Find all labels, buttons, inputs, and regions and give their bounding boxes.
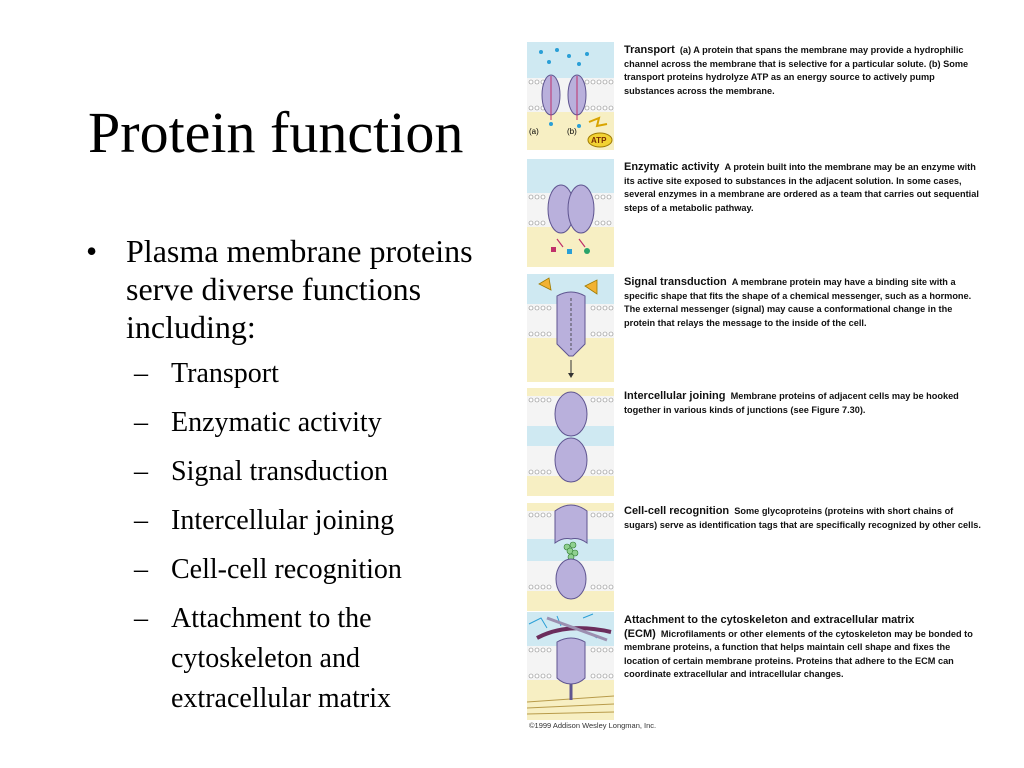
panel-attachment-cytoskeleton-ecm: Attachment to the cytoskeleton and extra… xyxy=(527,612,990,720)
panel-description: (a) A protein that spans the membrane ma… xyxy=(624,45,969,96)
signal-molecule-icon xyxy=(538,277,552,291)
dash-icon: – xyxy=(134,505,148,536)
atp-label: ATP xyxy=(591,136,607,145)
dash-icon: – xyxy=(134,603,148,634)
bullet-list: • Plasma membrane proteins serve diverse… xyxy=(86,232,496,728)
sub-bullet-text: Attachment to the cytoskeleton and extra… xyxy=(171,603,391,714)
panel-intercellular-joining: Intercellular joining Membrane proteins … xyxy=(527,388,990,496)
sub-bullet: –Enzymatic activity xyxy=(134,403,496,443)
panel-transport: (a) (b) ATP Transport (a) A protein that… xyxy=(527,42,990,150)
label-a: (a) xyxy=(529,127,539,136)
slide-title: Protein function xyxy=(88,100,464,165)
sub-bullet-text: Cell-cell recognition xyxy=(171,554,402,585)
sub-bullet: –Signal transduction xyxy=(134,452,496,492)
label-b: (b) xyxy=(567,127,577,136)
sub-bullet: –Transport xyxy=(134,354,496,394)
panel-cell-cell-recognition: Cell-cell recognition Some glycoproteins… xyxy=(527,503,990,611)
panel-heading: Intercellular joining xyxy=(624,390,726,402)
panel-text: Enzymatic activity A protein built into … xyxy=(624,161,984,215)
protein-function-figure: (a) (b) ATP Transport (a) A protein that… xyxy=(527,42,990,740)
panel-heading: Enzymatic activity xyxy=(624,161,720,173)
main-bullet: • Plasma membrane proteins serve diverse… xyxy=(86,232,496,346)
panel-text: Cell-cell recognition Some glycoproteins… xyxy=(624,505,984,532)
enzyme-illustration xyxy=(527,159,614,267)
panel-description: Microfilaments or other elements of the … xyxy=(624,628,973,680)
cytoskeleton-ecm-illustration xyxy=(527,612,614,720)
sub-bullet: –Intercellular joining xyxy=(134,501,496,541)
panel-enzymatic-activity: Enzymatic activity A protein built into … xyxy=(527,159,990,267)
sub-bullet-text: Signal transduction xyxy=(171,456,388,487)
sub-bullet-text: Intercellular joining xyxy=(171,505,395,536)
panel-text: Attachment to the cytoskeleton and extra… xyxy=(624,614,984,682)
panel-heading: Transport xyxy=(624,44,675,56)
sub-bullet-text: Enzymatic activity xyxy=(171,407,382,438)
panel-text: Signal transduction A membrane protein m… xyxy=(624,276,984,330)
sub-bullet-list: –Transport –Enzymatic activity –Signal t… xyxy=(134,354,496,719)
panel-description: A protein built into the membrane may be… xyxy=(624,162,979,213)
dash-icon: – xyxy=(134,358,148,389)
bullet-dot-icon: • xyxy=(86,233,98,269)
panel-heading: Cell-cell recognition xyxy=(624,505,730,517)
signal-transduction-illustration xyxy=(527,274,614,382)
sub-bullet: –Attachment to the cytoskeleton and extr… xyxy=(134,599,496,719)
cell-recognition-illustration xyxy=(527,503,614,611)
intercellular-joining-illustration xyxy=(527,388,614,496)
dash-icon: – xyxy=(134,554,148,585)
panel-description: Some glycoproteins (proteins with short … xyxy=(624,506,981,530)
panel-text: Intercellular joining Membrane proteins … xyxy=(624,390,984,417)
sub-bullet: –Cell-cell recognition xyxy=(134,550,496,590)
panel-heading: Attachment to the cytoskeleton and extra… xyxy=(624,614,915,640)
panel-heading: Signal transduction xyxy=(624,276,727,288)
atp-icon xyxy=(587,132,613,148)
signal-molecule-icon xyxy=(584,279,598,295)
transport-illustration: (a) (b) ATP xyxy=(527,42,614,150)
copyright-notice: ©1999 Addison Wesley Longman, Inc. xyxy=(529,721,657,730)
panel-description: Membrane proteins of adjacent cells may … xyxy=(624,391,959,415)
main-bullet-text: Plasma membrane proteins serve diverse f… xyxy=(126,233,473,345)
dash-icon: – xyxy=(134,456,148,487)
dash-icon: – xyxy=(134,407,148,438)
sugar-chain-icon xyxy=(563,541,579,561)
panel-text: Transport (a) A protein that spans the m… xyxy=(624,44,984,98)
sub-bullet-text: Transport xyxy=(171,358,279,389)
panel-signal-transduction: Signal transduction A membrane protein m… xyxy=(527,274,990,382)
panel-description: A membrane protein may have a binding si… xyxy=(624,277,972,328)
